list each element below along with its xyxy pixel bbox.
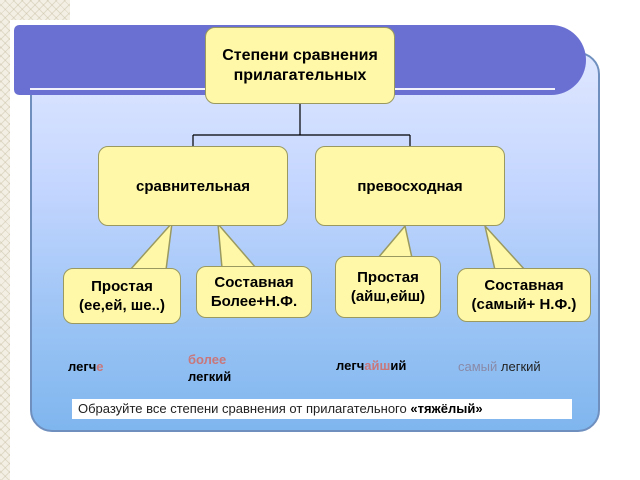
example-compound-comparative: более легкий: [188, 351, 231, 385]
task-text: Образуйте все степени сравнения от прила…: [78, 401, 407, 416]
task-word: «тяжёлый»: [410, 401, 483, 416]
compound-superlative-box: Составная (самый+ Н.Ф.): [457, 268, 591, 322]
simple-superlative-line1: Простая: [357, 269, 419, 286]
superlative-box: превосходная: [315, 146, 505, 226]
compound-superlative-line1: Составная: [484, 277, 564, 294]
example1-ending: е: [96, 359, 104, 374]
comparative-label: сравнительная: [136, 177, 250, 195]
title-line-2: прилагательных: [233, 66, 367, 84]
simple-comparative-line1: Простая: [91, 278, 153, 295]
compound-superlative-line2: (самый+ Н.Ф.): [471, 296, 577, 313]
comparative-box: сравнительная: [98, 146, 288, 226]
example2-word2: легкий: [188, 369, 232, 384]
compound-comparative-line1: Составная: [214, 274, 294, 291]
superlative-label: превосходная: [357, 177, 463, 195]
title-box: Степени сравнения прилагательных: [205, 27, 395, 104]
example3-ending: ий: [390, 358, 407, 373]
example1-stem: легч: [68, 359, 97, 374]
task-strip: Образуйте все степени сравнения от прила…: [72, 399, 572, 419]
title-line-1: Степени сравнения: [222, 46, 378, 64]
compound-comparative-box: Составная Более+Н.Ф.: [196, 266, 312, 318]
compound-comparative-line2: Более+Н.Ф.: [210, 293, 298, 310]
example3-stem: легч: [336, 358, 365, 373]
example-compound-superlative: самый легкий: [458, 358, 541, 375]
simple-comparative-line2: (ее,ей, ше..): [79, 297, 165, 314]
example4-word1: самый: [458, 359, 498, 374]
diagram-panel: [30, 52, 600, 432]
simple-superlative-line2: (айш,ейш): [350, 288, 426, 305]
simple-comparative-box: Простая (ее,ей, ше..): [63, 268, 181, 324]
example2-word1: более: [188, 352, 227, 367]
simple-superlative-box: Простая (айш,ейш): [335, 256, 441, 318]
example-simple-comparative: легче: [68, 358, 104, 375]
example3-suffix: айш: [364, 358, 391, 373]
example-simple-superlative: легчайший: [336, 357, 406, 374]
example4-word2: легкий: [500, 359, 541, 374]
